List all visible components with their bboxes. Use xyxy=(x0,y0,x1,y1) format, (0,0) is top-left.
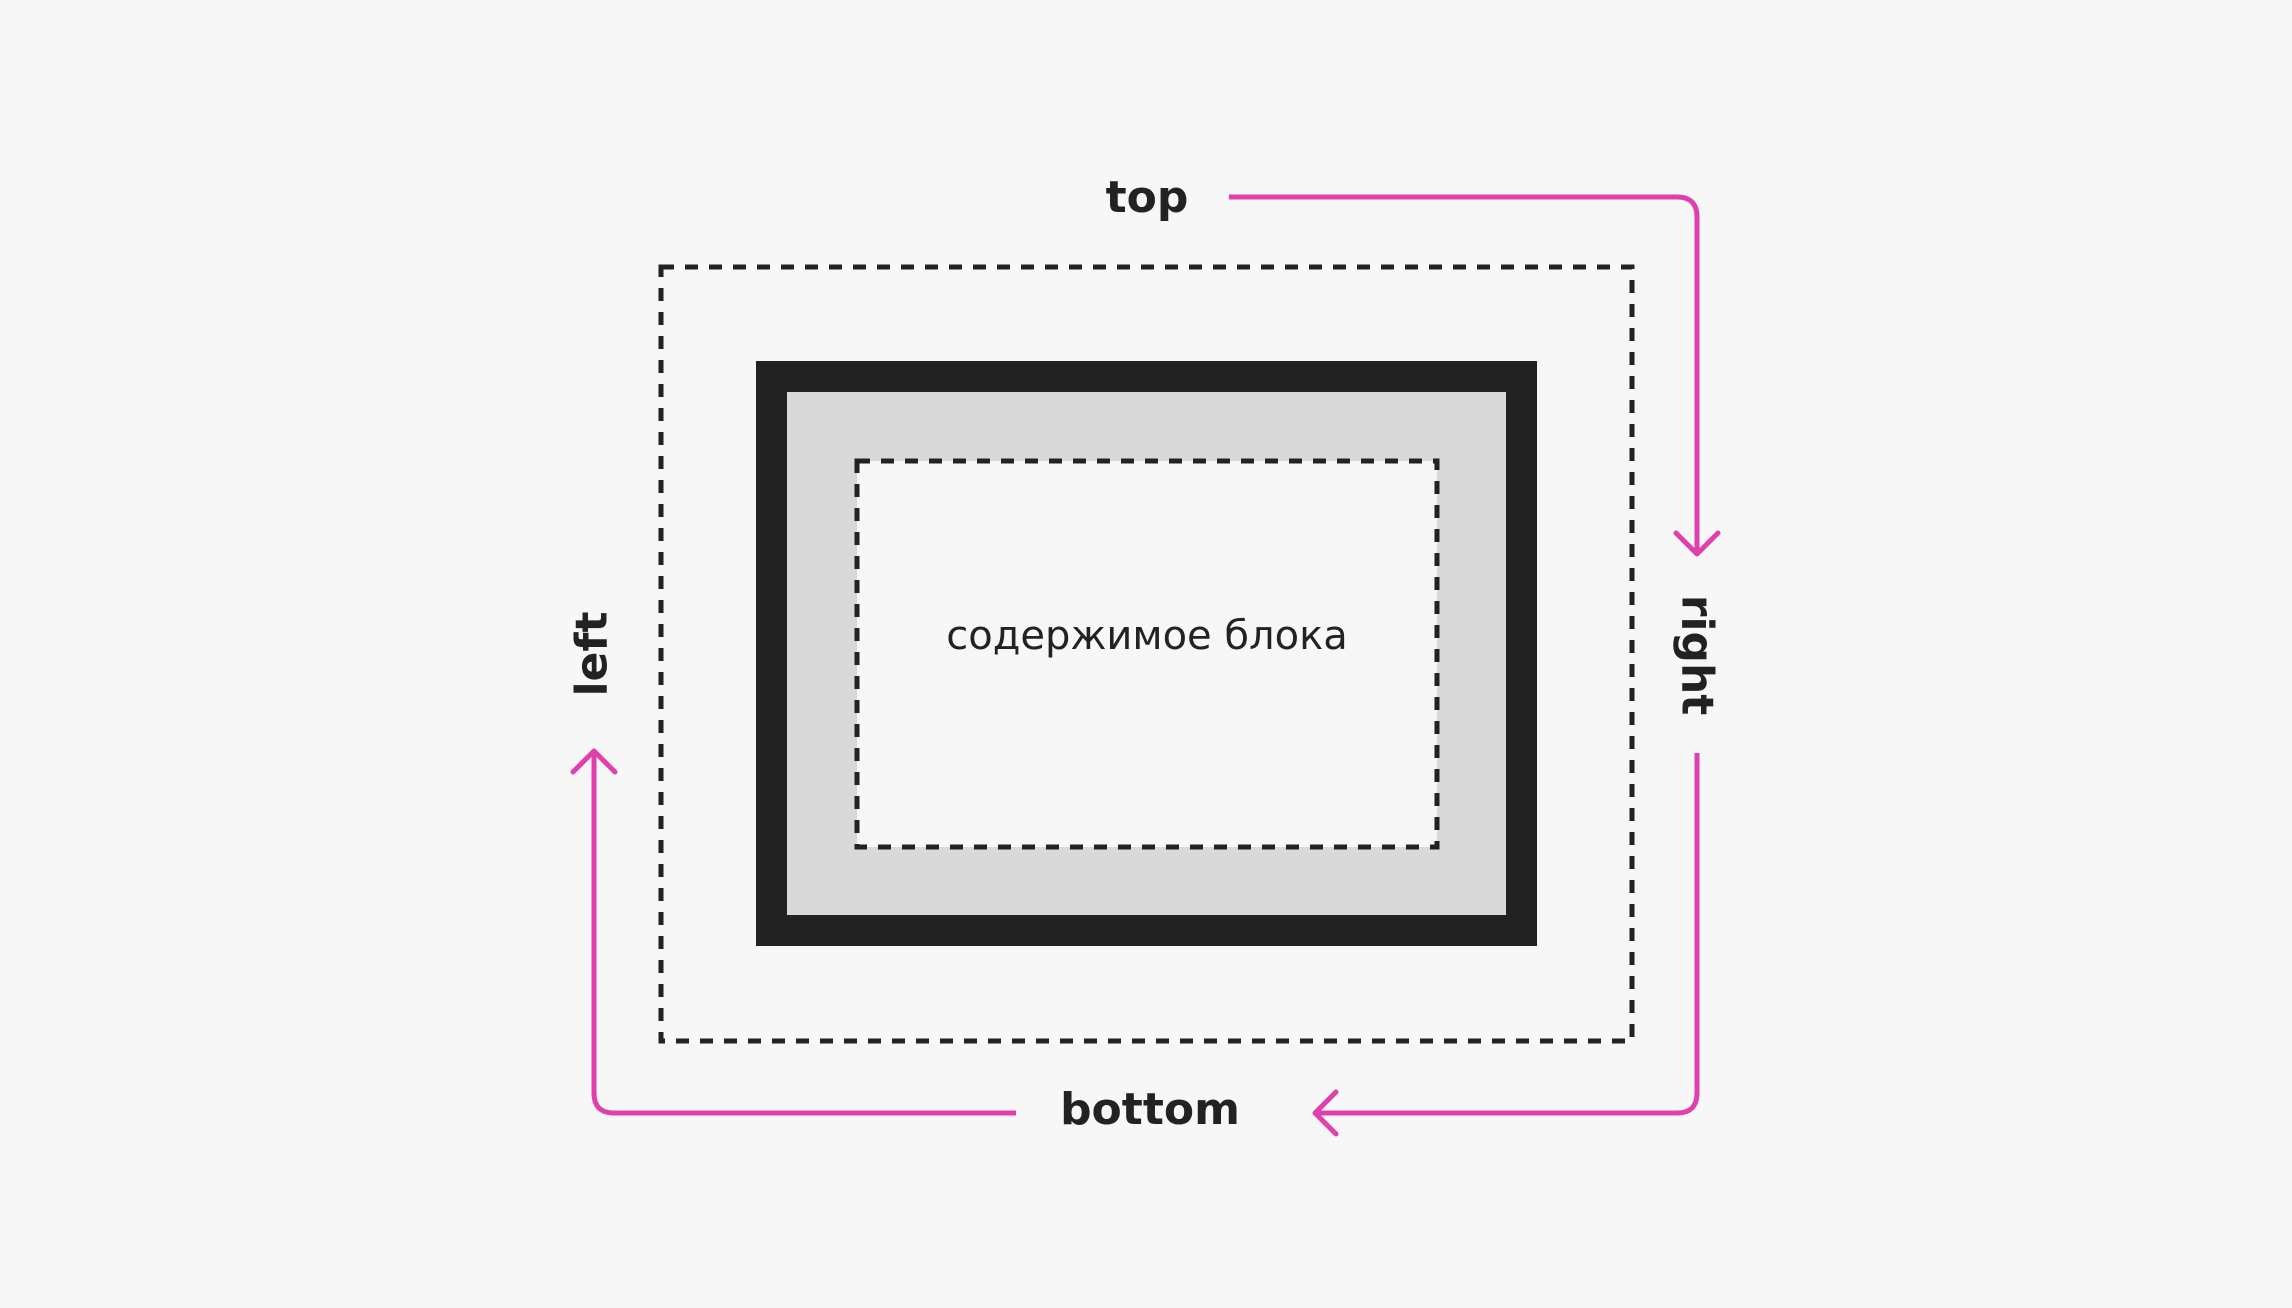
bottom-label: bottom xyxy=(1060,1084,1240,1135)
arrowhead-up-icon xyxy=(570,748,618,775)
content-box xyxy=(854,458,1440,850)
arrowhead-left-icon xyxy=(1312,1089,1339,1137)
arrow-bottom-to-left xyxy=(591,753,1016,1116)
right-label: right xyxy=(1672,595,1723,716)
left-label: left xyxy=(567,611,618,696)
content-label: содержимое блока xyxy=(946,613,1348,659)
margin-box-outline xyxy=(658,264,1635,1044)
top-label: top xyxy=(1106,172,1189,223)
arrowhead-down-icon xyxy=(1673,530,1721,557)
arrow-right-to-bottom xyxy=(1317,753,1700,1116)
arrow-top-to-right xyxy=(1229,194,1700,552)
